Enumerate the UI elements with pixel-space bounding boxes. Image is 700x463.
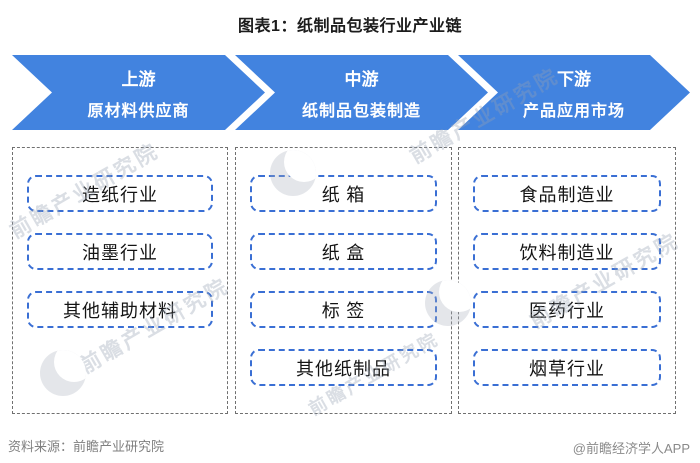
downstream-item-food-manufacturing: 食品制造业 [473,175,661,212]
upstream-item-ink-industry: 油墨行业 [27,233,213,270]
stage-arrow-downstream: 下游 产品应用市场 [458,55,690,130]
downstream-item-beverage-manufacturing: 饮料制造业 [473,233,661,270]
stage-desc-downstream: 产品应用市场 [522,102,625,120]
midstream-item-carton: 纸 箱 [250,175,437,212]
midstream-item-paper-box: 纸 盒 [250,233,437,270]
midstream-item-label: 标 签 [250,291,437,328]
upstream-item-other-auxiliary: 其他辅助材料 [27,291,213,328]
stage-name-downstream: 下游 [557,69,591,89]
midstream-item-other-paper-products: 其他纸制品 [250,349,437,386]
upstream-items-panel: 造纸行业 油墨行业 其他辅助材料 [12,147,228,414]
midstream-items-panel: 纸 箱 纸 盒 标 签 其他纸制品 [235,147,452,414]
chain-stage-arrows: 上游 原材料供应商 中游 纸制品包装制造 下游 产品应用市场 [0,55,700,130]
source-note: 资料来源：前瞻产业研究院 [8,439,165,454]
app-credit: @前瞻经济学人APP [572,441,690,456]
downstream-items-panel: 食品制造业 饮料制造业 医药行业 烟草行业 [458,147,676,414]
downstream-item-tobacco-industry: 烟草行业 [473,349,661,386]
stage-arrow-midstream: 中游 纸制品包装制造 [235,55,488,130]
upstream-item-paper-industry: 造纸行业 [27,175,213,212]
stage-arrow-upstream: 上游 原材料供应商 [12,55,265,130]
stage-desc-upstream: 原材料供应商 [87,102,190,120]
stage-name-midstream: 中游 [344,69,379,89]
stage-name-upstream: 上游 [121,69,156,89]
downstream-item-pharmaceutical-industry: 医药行业 [473,291,661,328]
page-title: 图表1：纸制品包装行业产业链 [238,18,462,35]
stage-desc-midstream: 纸制品包装制造 [301,102,421,120]
